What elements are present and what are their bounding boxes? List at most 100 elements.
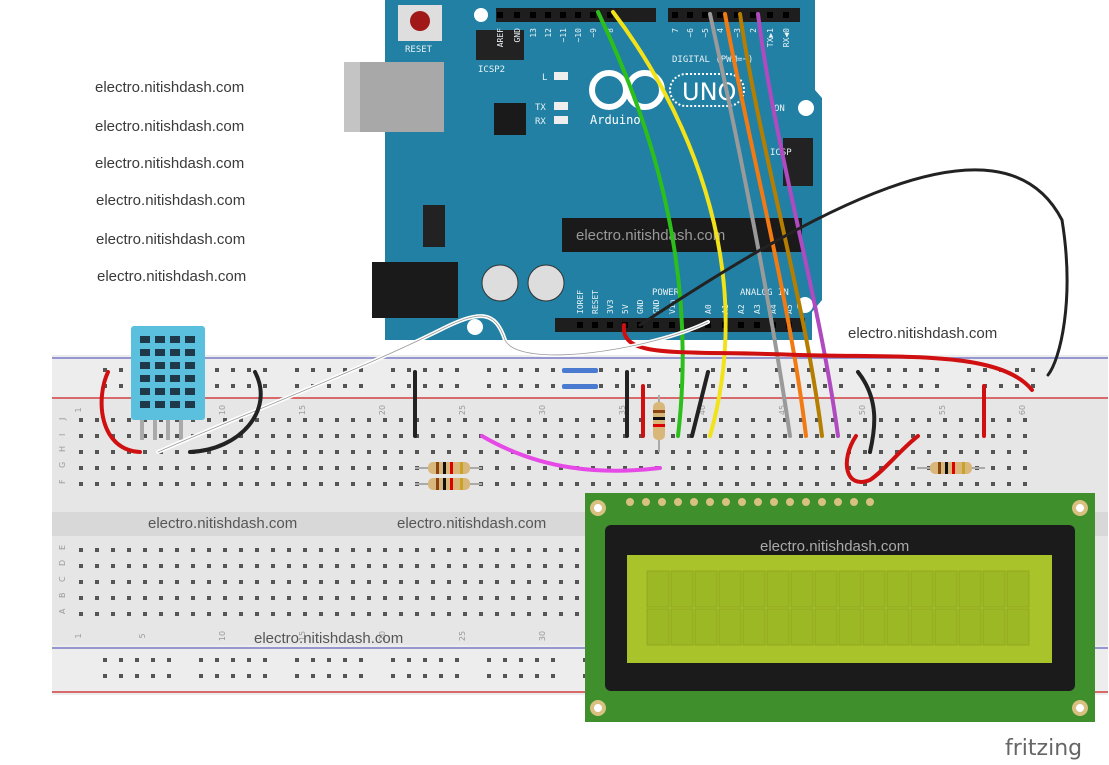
header-pin[interactable] <box>767 12 773 18</box>
breadboard-hole[interactable] <box>959 482 963 486</box>
breadboard-hole[interactable] <box>639 482 643 486</box>
breadboard-hole[interactable] <box>463 564 467 568</box>
breadboard-hole[interactable] <box>895 466 899 470</box>
breadboard-hole[interactable] <box>463 580 467 584</box>
breadboard-hole[interactable] <box>415 450 419 454</box>
breadboard-hole[interactable] <box>95 418 99 422</box>
breadboard-hole[interactable] <box>639 450 643 454</box>
rail-hole[interactable] <box>1031 384 1035 388</box>
breadboard-hole[interactable] <box>703 450 707 454</box>
breadboard-hole[interactable] <box>303 466 307 470</box>
rail-hole[interactable] <box>1015 368 1019 372</box>
breadboard-hole[interactable] <box>575 580 579 584</box>
breadboard-hole[interactable] <box>447 596 451 600</box>
breadboard-hole[interactable] <box>367 418 371 422</box>
breadboard-hole[interactable] <box>175 564 179 568</box>
breadboard-hole[interactable] <box>239 418 243 422</box>
breadboard-hole[interactable] <box>383 548 387 552</box>
breadboard-hole[interactable] <box>927 434 931 438</box>
breadboard-hole[interactable] <box>95 482 99 486</box>
breadboard-hole[interactable] <box>927 450 931 454</box>
breadboard-hole[interactable] <box>111 418 115 422</box>
breadboard-hole[interactable] <box>335 580 339 584</box>
breadboard-hole[interactable] <box>335 418 339 422</box>
breadboard-hole[interactable] <box>239 580 243 584</box>
breadboard-hole[interactable] <box>447 450 451 454</box>
breadboard-hole[interactable] <box>79 450 83 454</box>
breadboard-hole[interactable] <box>431 434 435 438</box>
breadboard-hole[interactable] <box>1007 482 1011 486</box>
breadboard-hole[interactable] <box>287 580 291 584</box>
rail-hole[interactable] <box>455 674 459 678</box>
breadboard-hole[interactable] <box>831 450 835 454</box>
breadboard-hole[interactable] <box>415 580 419 584</box>
breadboard-hole[interactable] <box>751 418 755 422</box>
header-pin[interactable] <box>653 322 659 328</box>
breadboard-hole[interactable] <box>207 612 211 616</box>
breadboard-hole[interactable] <box>191 466 195 470</box>
breadboard-hole[interactable] <box>399 612 403 616</box>
header-pin[interactable] <box>738 322 744 328</box>
breadboard-hole[interactable] <box>207 580 211 584</box>
breadboard-hole[interactable] <box>735 482 739 486</box>
breadboard-hole[interactable] <box>239 466 243 470</box>
breadboard-hole[interactable] <box>287 596 291 600</box>
rail-hole[interactable] <box>423 674 427 678</box>
breadboard-hole[interactable] <box>303 596 307 600</box>
breadboard-hole[interactable] <box>271 466 275 470</box>
breadboard-hole[interactable] <box>79 612 83 616</box>
breadboard-hole[interactable] <box>351 596 355 600</box>
breadboard-hole[interactable] <box>447 580 451 584</box>
rail-hole[interactable] <box>327 384 331 388</box>
rail-hole[interactable] <box>359 658 363 662</box>
breadboard-hole[interactable] <box>191 596 195 600</box>
breadboard-hole[interactable] <box>367 482 371 486</box>
breadboard-hole[interactable] <box>511 612 515 616</box>
breadboard-hole[interactable] <box>495 580 499 584</box>
breadboard-hole[interactable] <box>447 548 451 552</box>
breadboard-hole[interactable] <box>831 434 835 438</box>
rail-hole[interactable] <box>455 384 459 388</box>
rail-hole[interactable] <box>135 658 139 662</box>
breadboard-hole[interactable] <box>607 450 611 454</box>
breadboard-hole[interactable] <box>287 482 291 486</box>
rail-hole[interactable] <box>327 658 331 662</box>
breadboard-hole[interactable] <box>175 612 179 616</box>
breadboard-hole[interactable] <box>479 450 483 454</box>
breadboard-hole[interactable] <box>927 482 931 486</box>
rail-hole[interactable] <box>743 368 747 372</box>
header-pin[interactable] <box>687 12 693 18</box>
header-pin[interactable] <box>575 12 581 18</box>
breadboard-hole[interactable] <box>511 564 515 568</box>
breadboard-hole[interactable] <box>367 450 371 454</box>
breadboard-hole[interactable] <box>495 612 499 616</box>
rail-hole[interactable] <box>519 674 523 678</box>
breadboard-hole[interactable] <box>575 564 579 568</box>
breadboard-hole[interactable] <box>575 596 579 600</box>
breadboard-hole[interactable] <box>223 466 227 470</box>
rail-hole[interactable] <box>311 658 315 662</box>
breadboard-hole[interactable] <box>495 564 499 568</box>
header-pin[interactable] <box>702 12 708 18</box>
rail-hole[interactable] <box>247 674 251 678</box>
rail-hole[interactable] <box>1015 384 1019 388</box>
breadboard-hole[interactable] <box>111 564 115 568</box>
breadboard-hole[interactable] <box>559 450 563 454</box>
breadboard-hole[interactable] <box>575 548 579 552</box>
breadboard-hole[interactable] <box>175 482 179 486</box>
breadboard-hole[interactable] <box>303 564 307 568</box>
breadboard-hole[interactable] <box>335 450 339 454</box>
breadboard-hole[interactable] <box>687 482 691 486</box>
rail-hole[interactable] <box>359 368 363 372</box>
rail-hole[interactable] <box>903 368 907 372</box>
breadboard-hole[interactable] <box>991 482 995 486</box>
breadboard-hole[interactable] <box>543 612 547 616</box>
breadboard-hole[interactable] <box>383 482 387 486</box>
breadboard-hole[interactable] <box>383 596 387 600</box>
breadboard-hole[interactable] <box>479 580 483 584</box>
breadboard-hole[interactable] <box>367 434 371 438</box>
rail-hole[interactable] <box>359 384 363 388</box>
breadboard-hole[interactable] <box>607 434 611 438</box>
breadboard-hole[interactable] <box>975 450 979 454</box>
rail-hole[interactable] <box>119 658 123 662</box>
